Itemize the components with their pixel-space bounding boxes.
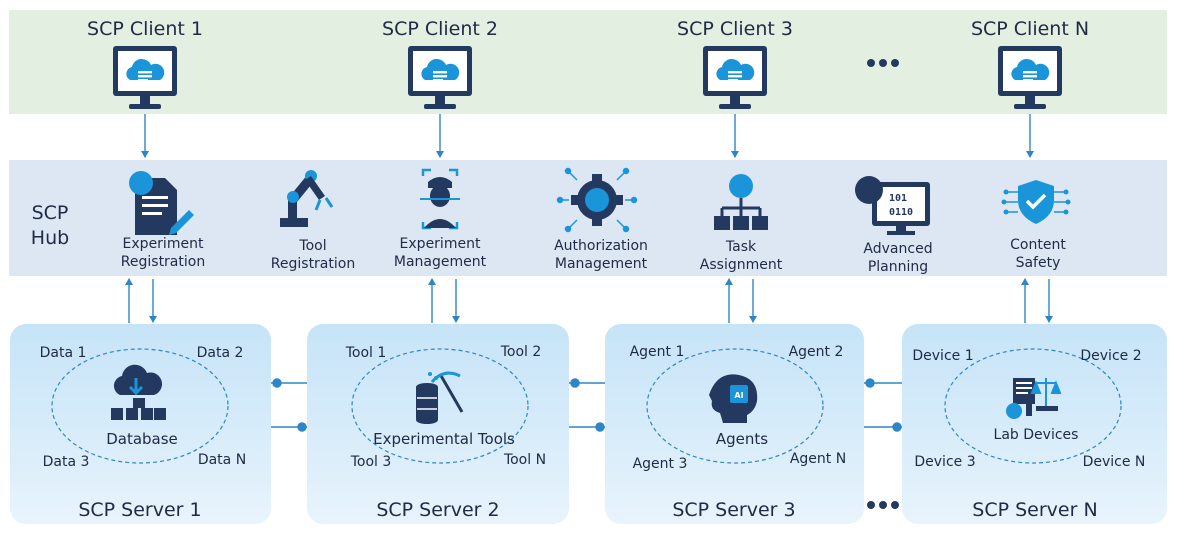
server-ellipses — [51, 348, 1122, 464]
hub-module-label: Advanced — [863, 241, 933, 257]
server-3-corner-label: Agent 3 — [632, 456, 688, 472]
hub-module-label: Experiment — [122, 236, 204, 252]
svg-text:0110: 0110 — [889, 207, 913, 218]
hub-module-label: Management — [554, 256, 648, 272]
monitor-icon[interactable] — [703, 46, 767, 109]
hub-server-arrows — [125, 278, 1053, 323]
server-n-panel[interactable] — [902, 324, 1167, 524]
client-band — [9, 10, 1167, 114]
hub-module-experiment-management[interactable]: Experiment Management — [380, 235, 500, 271]
more-clients-icon — [867, 59, 899, 67]
client-n-title: SCP Client N — [970, 18, 1090, 40]
database-icon — [111, 364, 166, 420]
shield-check-icon — [1001, 180, 1071, 224]
hub-module-label: Management — [393, 254, 487, 270]
hub-band — [9, 160, 1167, 276]
server-1-corner-label: Data N — [197, 452, 247, 468]
client-hub-arrows — [141, 114, 1034, 158]
client-1-title: SCP Client 1 — [87, 18, 203, 40]
hub-module-label: Registration — [270, 256, 356, 272]
server-2-corner-label: Tool 3 — [350, 454, 392, 470]
server-n-corner-label: Device 1 — [912, 348, 974, 364]
tools-icon — [416, 371, 464, 424]
server-1-panel[interactable] — [10, 324, 271, 524]
server-2-panel[interactable] — [307, 324, 569, 524]
hub-title-line2: Hub — [30, 227, 70, 249]
hub-title-line1: SCP — [31, 202, 69, 224]
server-n-corner-label: Device 3 — [914, 454, 976, 470]
server-n-title: SCP Server N — [972, 499, 1098, 521]
server-2-corner-label: Tool N — [503, 452, 547, 468]
hub-module-task-assignment[interactable]: Task Assignment — [681, 238, 801, 274]
hub-module-advanced-planning[interactable]: Advanced Planning — [838, 240, 958, 276]
server-3-corner-label: Agent N — [789, 451, 847, 467]
scientist-scan-icon — [420, 168, 460, 230]
server-n-corner-label: Device N — [1082, 454, 1146, 470]
server-3-title: SCP Server 3 — [672, 499, 796, 521]
ai-head-icon: AI — [709, 374, 758, 423]
monitor-icon[interactable] — [113, 46, 177, 109]
hub-module-authorization-management[interactable]: Authorization Management — [541, 237, 661, 273]
gear-network-icon — [556, 167, 638, 233]
hub-module-label: Experiment — [399, 236, 481, 252]
hub-module-label: Assignment — [699, 257, 783, 273]
server-n-center-label: Lab Devices — [993, 427, 1079, 443]
server-1-corner-label: Data 3 — [42, 454, 90, 470]
lab-devices-icon — [1006, 378, 1062, 419]
server-links — [271, 378, 902, 432]
svg-text:101: 101 — [889, 193, 907, 204]
server-1-title: SCP Server 1 — [78, 499, 202, 521]
hub-module-label: Safety — [1015, 255, 1061, 271]
hub-module-label: Authorization — [554, 238, 648, 254]
server-1-corner-label: Data 1 — [39, 345, 87, 361]
hub-module-tool-registration[interactable]: Tool Registration — [253, 237, 373, 273]
server-3-corner-label: Agent 1 — [629, 344, 685, 360]
document-edit-icon — [129, 171, 194, 235]
server-1-center-label: Database — [106, 430, 178, 448]
hub-module-label: Registration — [120, 254, 206, 270]
client-3-title: SCP Client 3 — [677, 18, 793, 40]
server-2-corner-label: Tool 2 — [500, 344, 542, 360]
more-servers-icon — [867, 501, 899, 509]
svg-text:AI: AI — [734, 391, 743, 400]
server-3-panel[interactable] — [605, 324, 864, 524]
server-2-center-label: Experimental Tools — [373, 430, 515, 448]
hierarchy-icon — [714, 174, 768, 230]
hub-module-label: Planning — [867, 259, 929, 275]
binary-monitor-icon: 101 0110 — [855, 176, 930, 235]
hub-module-label: Tool — [299, 238, 327, 254]
hub-title: SCP Hub — [20, 201, 80, 251]
monitor-icon[interactable] — [998, 46, 1062, 109]
server-3-center-label: Agents — [715, 430, 769, 448]
server-1-corner-label: Data 2 — [196, 345, 244, 361]
hub-module-content-safety[interactable]: Content Safety — [978, 236, 1098, 272]
hub-module-label: Content — [1010, 237, 1066, 253]
server-n-corner-label: Device 2 — [1080, 348, 1142, 364]
client-2-title: SCP Client 2 — [382, 18, 498, 40]
monitor-icon[interactable] — [408, 46, 472, 109]
robot-arm-icon — [280, 170, 334, 227]
hub-module-experiment-registration[interactable]: Experiment Registration — [103, 235, 223, 271]
server-2-corner-label: Tool 1 — [345, 345, 387, 361]
server-3-corner-label: Agent 2 — [788, 344, 844, 360]
hub-module-label: Task — [725, 239, 757, 255]
server-2-title: SCP Server 2 — [376, 499, 500, 521]
